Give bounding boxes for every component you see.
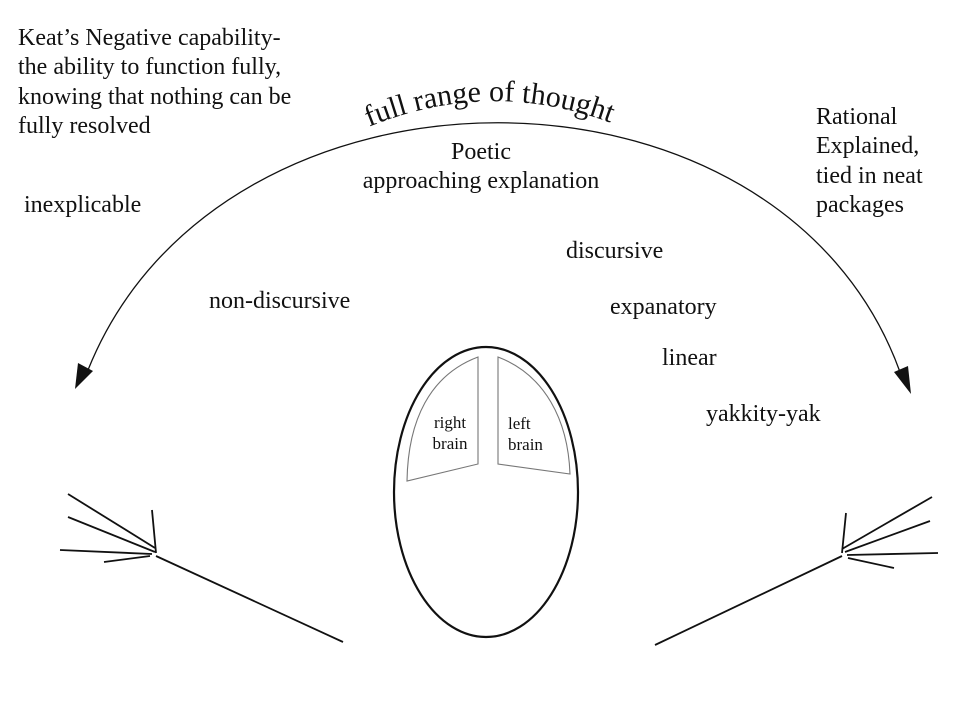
range-arc (87, 122, 901, 373)
arc-title: full range of thought (360, 75, 620, 133)
poetic-note: Poetic approaching explanation (330, 138, 632, 197)
negative-capability-note: Keat’s Negative capability- the ability … (18, 24, 291, 141)
left-arrowhead (75, 363, 93, 389)
rational-note: Rational Explained, tied in neat package… (816, 103, 923, 220)
center-note-line: approaching explanation (362, 168, 600, 195)
left-brain-line: left (508, 414, 531, 433)
left-note-line: fully resolved (18, 112, 151, 139)
center-note-line: Poetic (451, 139, 511, 165)
label-expanatory: expanatory (610, 294, 717, 320)
right-brain-outline (406, 356, 479, 482)
left-note-line: knowing that nothing can be (18, 83, 292, 110)
label-linear: linear (662, 345, 717, 371)
label-discursive: discursive (566, 238, 664, 264)
right-ray-fan (654, 496, 939, 646)
right-arrowhead (894, 366, 911, 394)
left-brain-outline (497, 356, 571, 475)
right-note-line: packages (816, 191, 904, 218)
left-brain-line: brain (508, 435, 543, 455)
left-note-line: the ability to function fully, (18, 54, 282, 81)
right-note-line: Rational (816, 104, 898, 130)
right-note-line: tied in neat (816, 162, 923, 189)
label-inexplicable: inexplicable (24, 192, 142, 218)
right-brain-label: right brain (422, 412, 478, 455)
label-yakkity-yak: yakkity-yak (706, 401, 821, 427)
right-note-line: Explained, (816, 133, 920, 160)
left-note-line: Keat’s Negative capability- (18, 25, 281, 51)
left-ray-fan (59, 493, 344, 643)
label-non-discursive: non-discursive (209, 288, 351, 314)
right-brain-line: right (433, 413, 467, 432)
head-oval (392, 345, 580, 639)
left-brain-label: left brain (508, 413, 543, 456)
right-brain-line: brain (432, 434, 468, 454)
